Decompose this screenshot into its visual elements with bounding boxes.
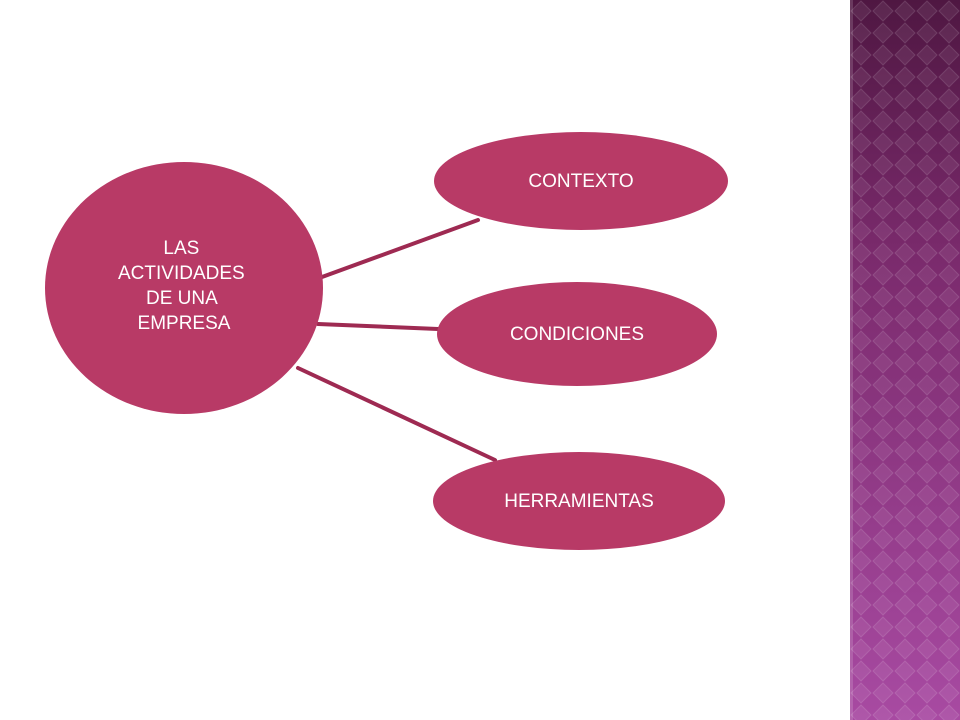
central-node — [45, 162, 323, 414]
decorative-side-band — [850, 0, 960, 720]
node-condiciones — [437, 282, 717, 386]
central-line-1: LAS — [163, 238, 199, 259]
connector-condiciones — [316, 322, 440, 331]
node-contexto-label: CONTEXTO — [528, 171, 633, 192]
central-node-label: LAS ACTIVIDADES DE UNA EMPRESA — [118, 238, 250, 334]
central-line-3: DE UNA — [146, 288, 218, 309]
node-condiciones-label: CONDICIONES — [510, 324, 644, 345]
node-herramientas — [433, 452, 725, 550]
central-line-2: ACTIVIDADES — [118, 263, 245, 284]
connector-herramientas — [296, 366, 497, 462]
connector-contexto — [320, 218, 480, 279]
hierarchy-diagram: LAS ACTIVIDADES DE UNA EMPRESA CONTEXTO … — [45, 132, 728, 550]
central-line-4: EMPRESA — [138, 313, 231, 334]
node-herramientas-label: HERRAMIENTAS — [504, 491, 654, 512]
node-contexto — [434, 132, 728, 230]
